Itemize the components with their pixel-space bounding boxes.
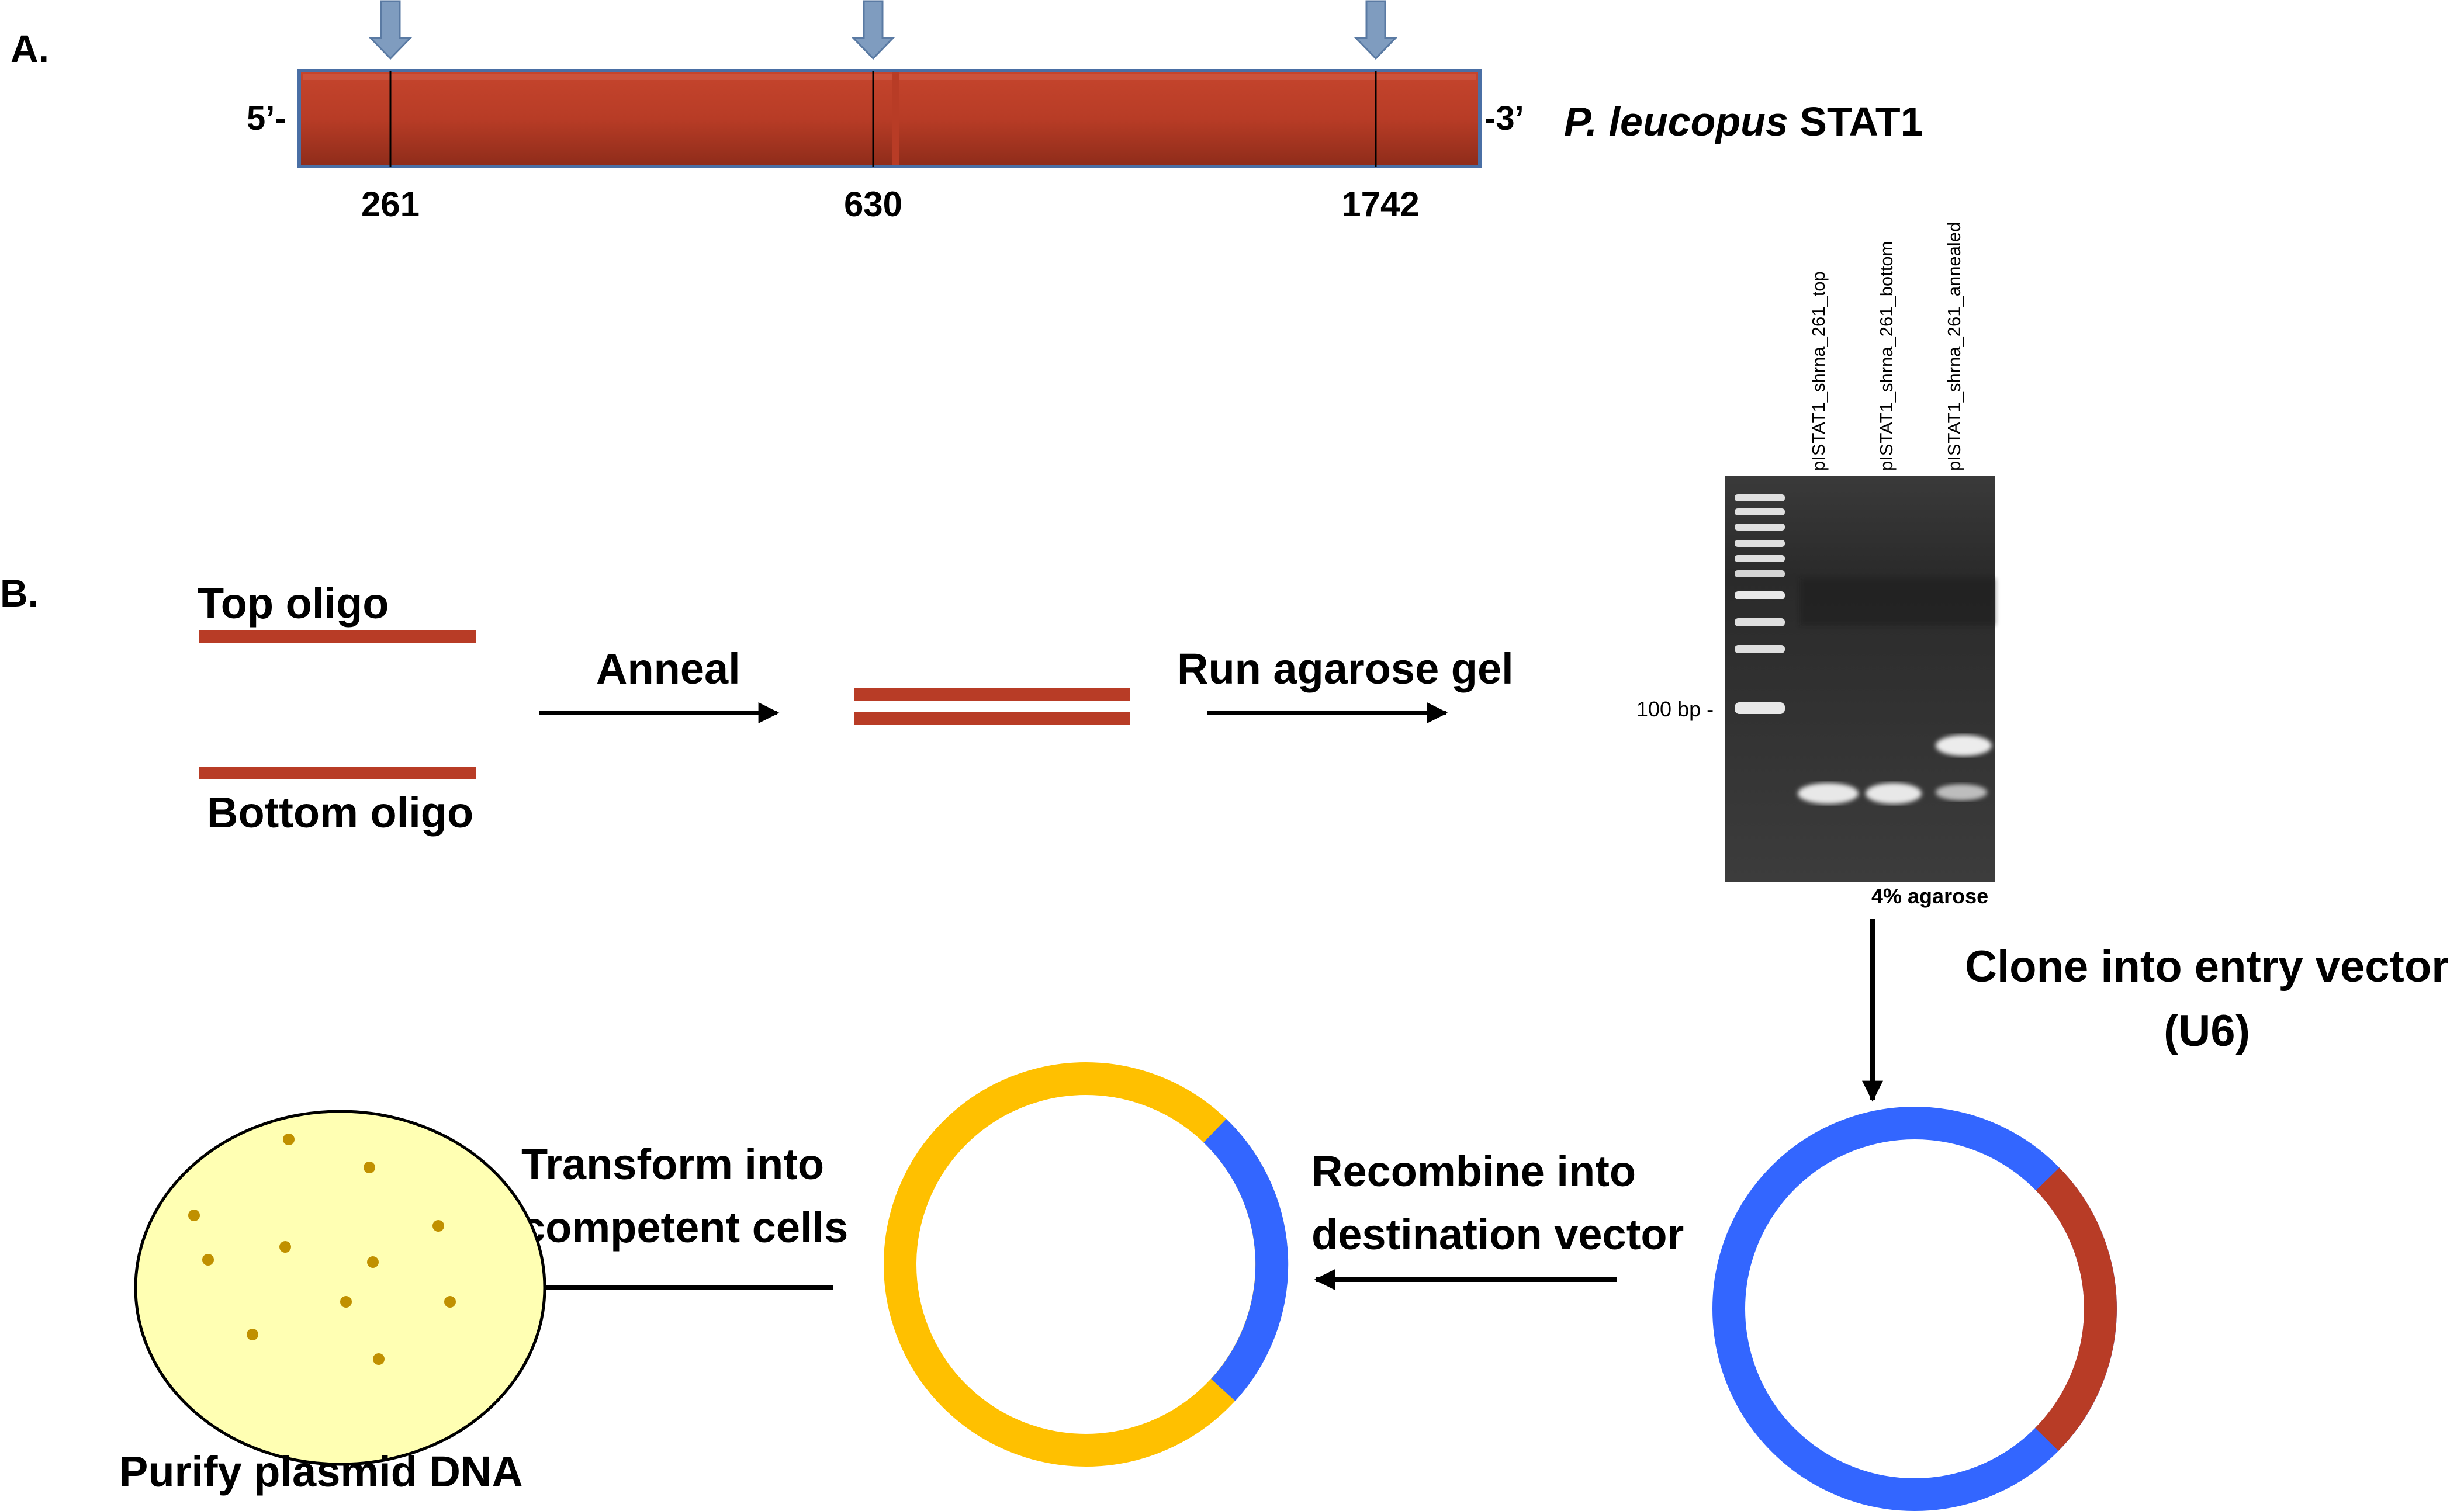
band-bottom-oligo [1866,783,1922,804]
agarose-gel-image [1725,476,1995,882]
anneal-label: Anneal [596,644,740,693]
gel-agarose-label: 4% agarose [1871,884,1988,908]
top-oligo-strand [199,630,476,643]
recombine-label-line2: destination vector [1311,1210,1684,1259]
entry-vector-plasmid [1712,1107,2117,1511]
stat1-gene-bar-right [894,69,1482,168]
recombine-label-line1: Recombine into [1311,1147,1636,1195]
panel-b-label: B. [0,571,39,615]
gene-name: P. leucopus STAT1 [1564,99,1923,144]
bottom-oligo-label: Bottom oligo [207,788,473,837]
gel-lane-label-1: pISTAT1_shrna_261_top [1808,271,1829,471]
band-annealed-upper [1936,735,1992,756]
top-oligo-label: Top oligo [198,579,389,628]
cut-site-arrow-630 [851,0,895,60]
entry-vector-insert [2035,1167,2117,1451]
cut-site-arrow-1742 [1354,0,1398,60]
gel-lane-label-3: pISTAT1_shrna_261_annealed [1944,222,1964,471]
clone-label-line1: Clone into entry vector [1965,942,2449,992]
cut-site-arrow-261 [368,0,413,60]
position-630: 630 [844,185,902,224]
petri-plate [134,1110,546,1466]
position-261: 261 [361,185,420,224]
dna-ladder [1735,494,1785,714]
transform-label-line2: competent cells [521,1203,848,1252]
bottom-oligo-strand [199,767,476,779]
transform-label-line1: Transform into [521,1140,824,1188]
destination-vector-plasmid [884,1062,1289,1467]
five-prime-label: 5’- [247,99,286,137]
bacterial-colonies [188,1134,456,1365]
band-top-oligo [1798,783,1859,804]
gene-name-plain: STAT1 [1788,99,1923,144]
gene-name-italic: P. leucopus [1564,99,1788,144]
run-gel-label: Run agarose gel [1177,644,1514,693]
three-prime-label: -3’ [1484,99,1524,137]
purify-label: Purify plasmid DNA [119,1447,523,1496]
clone-label-line2: (U6) [2164,1006,2250,1056]
gel-lane-label-2: pISTAT1_shrna_261_bottom [1876,241,1897,471]
gel-marker-label: 100 bp - [1636,697,1714,721]
band-annealed-lower [1936,784,1987,800]
duplex-strand-bottom [854,712,1130,725]
stat1-gene-bar [297,69,897,168]
panel-a-label: A. [11,27,49,70]
destination-vector-insert [1203,1119,1289,1401]
duplex-strand-top [854,688,1130,701]
position-1742: 1742 [1341,185,1419,224]
